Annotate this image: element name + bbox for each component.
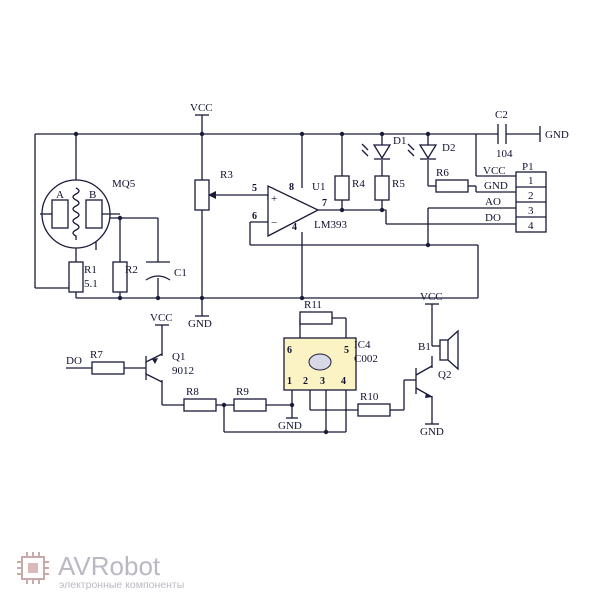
r3-label: R3 <box>220 169 233 181</box>
junction-dots <box>73 131 431 301</box>
r10-label: R10 <box>360 391 379 403</box>
d1-label: D1 <box>393 135 406 147</box>
buzzer-b1: B1 <box>418 329 459 371</box>
connector-p1: P1 VCC 1 GND 2 AO 3 DO 4 <box>483 161 547 233</box>
r6-label: R6 <box>436 167 449 179</box>
pin-6: 6 <box>252 211 257 222</box>
connector-row-3-name: AO <box>485 196 501 208</box>
connector-row-2-pin: 2 <box>528 190 534 202</box>
gnd-label-q2: GND <box>420 426 444 438</box>
watermark: AVRobot электронные компоненты <box>17 551 184 591</box>
connector-row-2-name: GND <box>484 180 508 192</box>
r2-label: R2 <box>125 264 138 276</box>
connector-row-1-pin: 1 <box>528 175 534 187</box>
watermark-tagline: электронные компоненты <box>59 579 184 591</box>
q1-type: 9012 <box>172 365 194 377</box>
vcc-label-top: VCC <box>190 102 213 114</box>
capacitor-c1: C1 <box>145 261 187 281</box>
r1-label: R1 <box>84 264 97 276</box>
r1-value: 5.1 <box>84 278 98 290</box>
d2-label: D2 <box>442 142 455 154</box>
pin-5: 5 <box>252 183 257 194</box>
connector-row-3-pin: 3 <box>528 205 534 217</box>
p1-label: P1 <box>522 161 534 173</box>
c2-value: 104 <box>496 148 513 160</box>
r9-label: R9 <box>236 386 249 398</box>
gnd-label-r9: GND <box>278 420 302 432</box>
potentiometer-r3: R3 <box>194 169 233 211</box>
resistor-r6: R6 <box>435 167 469 193</box>
c1-label: C1 <box>174 267 187 279</box>
gnd-label-mid: GND <box>188 318 212 330</box>
b1-label: B1 <box>418 341 431 353</box>
resistor-r7: R7 <box>90 349 125 375</box>
sensor-pin-b: B <box>89 189 96 201</box>
vcc-label-b1: VCC <box>420 291 443 303</box>
do-input-label: DO <box>66 355 82 367</box>
transistor-q1: Q1 9012 <box>145 351 194 383</box>
sensor-label: MQ5 <box>112 178 136 190</box>
plus-sign: + <box>271 193 277 205</box>
gnd-label-c2: GND <box>545 129 569 141</box>
ic4-chip: 6 5 1 2 3 4 IC4 C002 <box>283 337 378 391</box>
resistor-r10: R10 <box>357 391 391 417</box>
ic4-type: C002 <box>354 353 378 365</box>
r7-label: R7 <box>90 349 103 361</box>
pin-4: 4 <box>292 222 297 233</box>
ic4-pin-1: 1 <box>287 376 292 387</box>
r8-label: R8 <box>186 386 199 398</box>
resistor-r11: R11 <box>299 299 333 325</box>
resistor-r4: R4 <box>334 175 365 201</box>
watermark-brand: AVRobot <box>58 551 161 581</box>
sensor-pin-a: A <box>56 189 64 201</box>
r11-label: R11 <box>304 299 322 311</box>
u1-label: U1 <box>312 181 325 193</box>
ic4-pin-2: 2 <box>303 376 308 387</box>
q1-label: Q1 <box>172 351 185 363</box>
ic4-pin-3: 3 <box>320 376 325 387</box>
ic4-pin-5: 5 <box>344 345 349 356</box>
ic4-pin-6: 6 <box>287 345 292 356</box>
comparator-lm393: + − 5 6 8 4 7 U1 LM393 <box>252 181 348 238</box>
minus-sign: − <box>271 217 277 229</box>
resistor-r9: R9 <box>233 386 267 412</box>
vcc-label-q1: VCC <box>150 312 173 324</box>
q2-label: Q2 <box>438 369 451 381</box>
connector-row-4-pin: 4 <box>528 220 534 232</box>
pin-7: 7 <box>322 198 327 209</box>
bottom-junction-dots <box>221 402 329 435</box>
resistor-r2: R2 <box>112 261 138 293</box>
connector-row-1-name: VCC <box>483 165 506 177</box>
transistor-q2: Q2 <box>415 365 451 398</box>
led-d1: D1 <box>361 135 406 160</box>
chip-logo-icon <box>17 552 49 584</box>
lm393-label: LM393 <box>314 219 348 231</box>
connector-row-4-name: DO <box>485 212 501 224</box>
gas-sensor-mq5: A B MQ5 <box>40 178 136 249</box>
capacitor-c2: C2 104 <box>495 109 513 160</box>
resistor-r1: R1 5.1 <box>68 261 98 293</box>
resistor-r8: R8 <box>183 386 217 412</box>
ic4-label: IC4 <box>354 339 371 351</box>
ic4-pin-4: 4 <box>341 376 346 387</box>
r4-label: R4 <box>352 178 365 190</box>
led-d2: D2 <box>407 142 455 160</box>
r5-label: R5 <box>392 178 405 190</box>
c2-label: C2 <box>495 109 508 121</box>
pin-8: 8 <box>289 182 294 193</box>
resistor-r5: R5 <box>374 175 405 201</box>
